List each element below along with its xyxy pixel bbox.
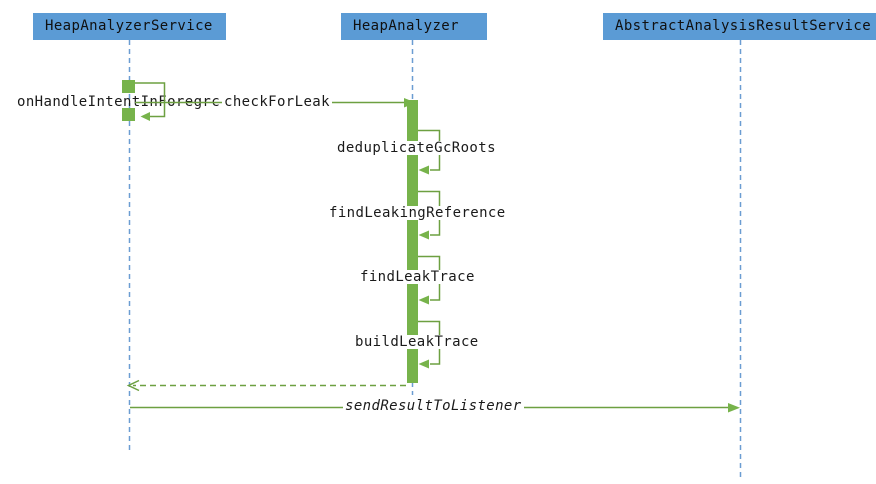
message-label-deduplicategcroots[interactable]: deduplicateGcRoots xyxy=(335,140,498,156)
arrowhead-checkforleak xyxy=(404,98,416,108)
message-label-buildleaktrace[interactable]: buildLeakTrace xyxy=(353,334,481,350)
participant-abstractanalysisresultservice[interactable]: AbstractAnalysisResultService xyxy=(603,13,876,40)
message-label-onhandleintentinforeground[interactable]: onHandleIntentInForegrc xyxy=(17,94,221,110)
arrowhead-findleakingreference xyxy=(418,230,429,240)
participant-heapanalyzerservice[interactable]: HeapAnalyzerService xyxy=(33,13,226,40)
message-label-checkforleak[interactable]: checkForLeak xyxy=(222,94,332,110)
activation-service-return xyxy=(122,108,135,121)
message-label-sendresulttolistener[interactable]: sendResultToListener xyxy=(343,398,524,414)
arrowhead-deduplicategcroots xyxy=(418,165,429,175)
self-call-loop-service xyxy=(135,82,166,118)
message-label-findleakingreference[interactable]: findLeakingReference xyxy=(327,205,508,221)
message-label-findleaktrace[interactable]: findLeakTrace xyxy=(358,269,477,285)
activation-bar-heapanalyzer xyxy=(407,100,418,383)
arrowhead-self-call-service xyxy=(140,112,150,121)
arrowhead-findleaktrace xyxy=(418,295,429,305)
arrowhead-return-open xyxy=(126,379,140,392)
arrowhead-buildleaktrace xyxy=(418,359,429,369)
activation-service-start xyxy=(122,80,135,93)
participant-heapanalyzer[interactable]: HeapAnalyzer xyxy=(341,13,487,40)
arrowhead-sendresulttolistener xyxy=(728,403,740,413)
